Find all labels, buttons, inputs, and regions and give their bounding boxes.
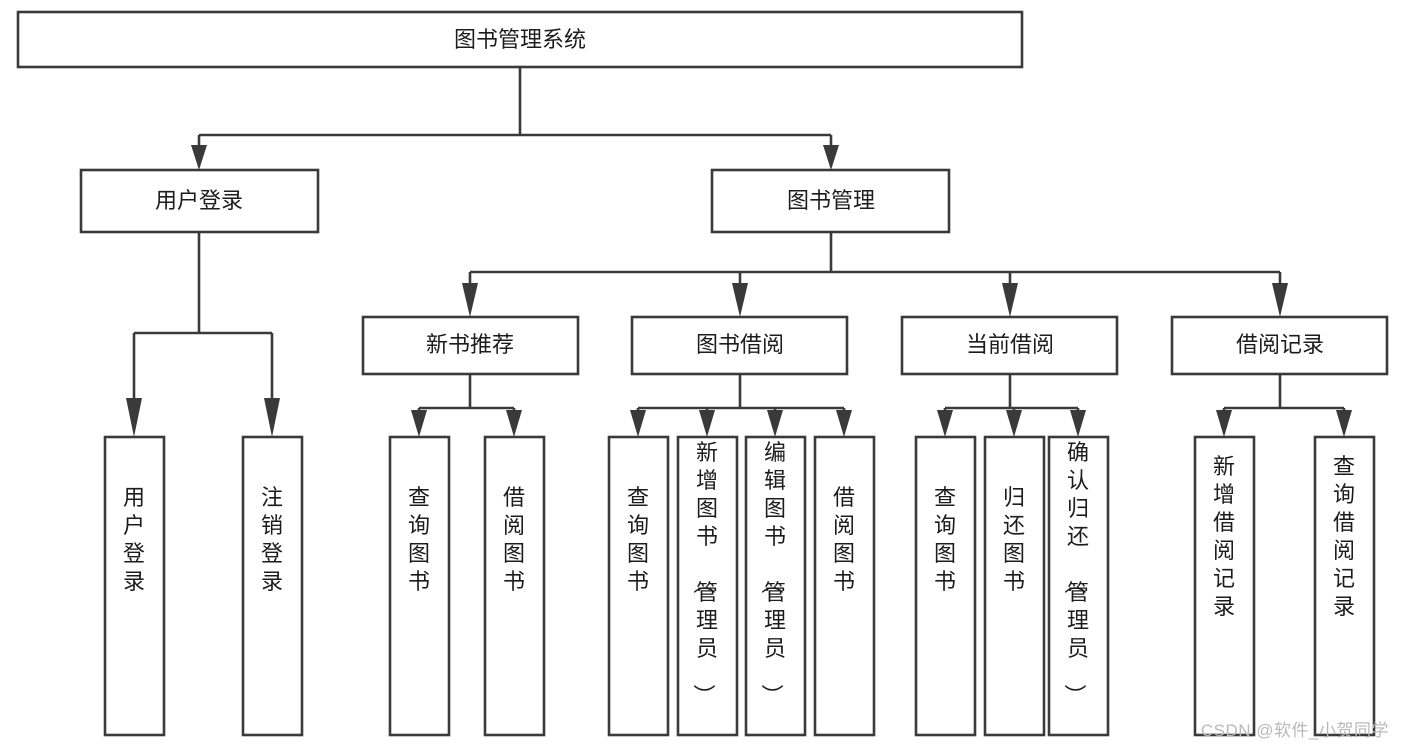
node-leaf-query-record-box[interactable] (1313, 435, 1376, 737)
connectors-book-borrow-to-leaves (630, 374, 852, 437)
node-root[interactable]: 图书管理系统 (16, 10, 1024, 69)
node-leaf-borrow-book-1-label: 借阅图书 (503, 485, 525, 594)
node-leaf-borrow-book-2-label: 借阅图书 (833, 485, 855, 594)
node-leaf-return-book[interactable]: 归还图书 (983, 435, 1046, 737)
node-book-borrow[interactable]: 图书借阅 (630, 315, 849, 376)
connectors-borrow-record-to-leaves (1216, 374, 1352, 437)
node-leaf-query-book-1[interactable]: 查询图书 (388, 435, 451, 737)
node-leaf-edit-book-label: 编辑图书（管理员） (759, 440, 786, 706)
connectors-current-borrow-to-leaves (937, 374, 1086, 437)
arrow-head-book-borrow (732, 283, 748, 317)
arrow-head-leaf-user-login (126, 398, 142, 437)
arrow-head-leaf-return-book (1006, 410, 1022, 437)
node-leaf-query-book-2-label: 查询图书 (627, 485, 649, 594)
arrow-head-leaf-user-logout (264, 398, 280, 437)
node-user-login-label: 用户登录 (155, 188, 243, 213)
arrow-head-user-login (191, 145, 207, 170)
arrow-head-new-book (462, 283, 478, 317)
node-leaf-query-book-2-box[interactable] (607, 435, 670, 737)
node-leaf-add-record-box[interactable] (1193, 435, 1256, 737)
arrow-head-leaf-add-record (1216, 410, 1232, 437)
node-book-manage-box[interactable] (710, 168, 951, 234)
node-leaf-add-record-label: 新增借阅记录 (1213, 454, 1235, 619)
node-new-book-recommend-label: 新书推荐 (426, 332, 514, 357)
arrow-head-leaf-query-book-1 (411, 410, 427, 437)
node-leaf-borrow-book-2-box[interactable] (813, 435, 876, 737)
node-borrow-record-label: 借阅记录 (1236, 332, 1324, 357)
node-leaf-add-book[interactable]: 新增图书（管理员） (676, 435, 739, 737)
node-new-book-recommend[interactable]: 新书推荐 (361, 315, 580, 376)
arrow-head-leaf-edit-book (767, 410, 783, 437)
arrow-head-leaf-query-record (1336, 410, 1352, 437)
node-leaf-add-book-label: 新增图书（管理员） (691, 440, 718, 706)
node-leaf-query-book-1-label: 查询图书 (408, 485, 430, 594)
node-book-borrow-box[interactable] (630, 315, 849, 376)
node-new-book-recommend-box[interactable] (361, 315, 580, 376)
arrow-head-leaf-confirm-return (1070, 410, 1086, 437)
node-current-borrow-box[interactable] (900, 315, 1119, 376)
node-borrow-record[interactable]: 借阅记录 (1170, 315, 1389, 376)
arrow-head-leaf-borrow-book-2 (836, 410, 852, 437)
node-leaf-user-logout-box[interactable] (241, 435, 304, 737)
node-leaf-borrow-book-1[interactable]: 借阅图书 (483, 435, 546, 737)
node-book-borrow-label: 图书借阅 (696, 332, 784, 357)
node-leaf-query-book-3-box[interactable] (914, 435, 977, 737)
node-book-manage[interactable]: 图书管理 (710, 168, 951, 234)
node-leaf-user-login-box[interactable] (103, 435, 166, 737)
node-leaf-confirm-return-label: 确认归还（管理员） (1062, 440, 1089, 706)
arrow-head-current-borrow (1002, 283, 1018, 317)
arrow-head-leaf-query-book-2 (630, 410, 646, 437)
node-borrow-record-box[interactable] (1170, 315, 1389, 376)
node-leaf-return-book-label: 归还图书 (1003, 485, 1025, 594)
arrow-head-leaf-borrow-book-1 (506, 410, 522, 437)
node-leaf-confirm-return[interactable]: 确认归还（管理员） (1047, 435, 1110, 737)
node-leaf-query-record[interactable]: 查询借阅记录 (1313, 435, 1376, 737)
arrow-head-leaf-query-book-3 (937, 410, 953, 437)
node-leaf-user-login-label: 用户登录 (123, 485, 145, 594)
node-current-borrow-label: 当前借阅 (966, 332, 1054, 357)
node-leaf-query-book-3-label: 查询图书 (934, 485, 956, 594)
node-book-manage-label: 图书管理 (787, 188, 875, 213)
connectors-user-login-to-leaves (126, 232, 280, 437)
node-user-login-box[interactable] (79, 168, 320, 234)
arrow-head-book-manage (823, 145, 839, 170)
arrow-head-borrow-record (1272, 283, 1288, 317)
node-leaf-query-book-3[interactable]: 查询图书 (914, 435, 977, 737)
node-leaf-user-login[interactable]: 用户登录 (103, 435, 166, 737)
node-leaf-borrow-book-2[interactable]: 借阅图书 (813, 435, 876, 737)
node-root-label: 图书管理系统 (454, 27, 586, 52)
node-leaf-query-record-label: 查询借阅记录 (1333, 454, 1355, 619)
connectors-new-book-to-leaves (411, 374, 522, 437)
node-leaf-query-book-2[interactable]: 查询图书 (607, 435, 670, 737)
node-user-login[interactable]: 用户登录 (79, 168, 320, 234)
node-leaf-user-logout[interactable]: 注销登录 (241, 435, 304, 737)
node-current-borrow[interactable]: 当前借阅 (900, 315, 1119, 376)
node-leaf-edit-book[interactable]: 编辑图书（管理员） (744, 435, 807, 737)
arrow-head-leaf-add-book (699, 410, 715, 437)
node-leaf-return-book-box[interactable] (983, 435, 1046, 737)
node-leaf-user-logout-label: 注销登录 (261, 485, 283, 594)
node-leaf-add-book-box[interactable] (676, 435, 739, 737)
node-leaf-add-record[interactable]: 新增借阅记录 (1193, 435, 1256, 737)
connectors-book-manage-to-level3 (462, 232, 1288, 317)
node-leaf-borrow-book-1-box[interactable] (483, 435, 546, 737)
connectors-root-to-level2 (191, 67, 839, 170)
node-root-box[interactable] (16, 10, 1024, 69)
node-leaf-query-book-1-box[interactable] (388, 435, 451, 737)
node-leaf-edit-book-box[interactable] (744, 435, 807, 737)
node-leaf-confirm-return-box[interactable] (1047, 435, 1110, 737)
